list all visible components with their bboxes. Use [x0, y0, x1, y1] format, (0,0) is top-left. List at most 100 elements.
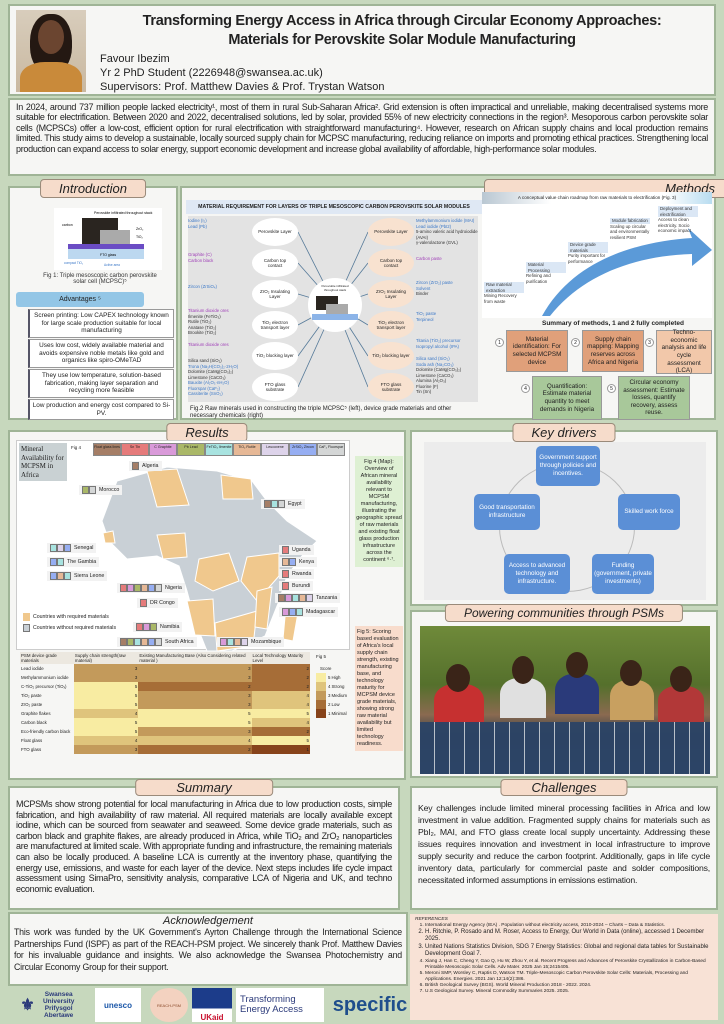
challenges-text: Key challenges include limited mineral p… — [418, 803, 710, 885]
mineral-chip — [220, 638, 227, 646]
method-step: Supply chain mapping: Mapping reserves a… — [582, 330, 644, 372]
score-value: 1 — [328, 711, 331, 716]
mineral-chip — [120, 584, 127, 592]
mineral-legend-item: CaF₂ Fluorspar — [317, 443, 345, 456]
score-cell: 2 — [251, 682, 310, 691]
score-cell: 2 — [251, 727, 310, 736]
mineral-chip — [134, 584, 141, 592]
material-item: Carbon paste — [416, 256, 442, 261]
advantage-item: Screen printing: Low CAPEX technology kn… — [28, 309, 174, 338]
mineral-chip — [64, 572, 71, 580]
title-line-1: Transforming Energy Access in Africa thr… — [142, 13, 662, 29]
mineral-chip — [57, 572, 64, 580]
material-item: Graphite (C) — [188, 252, 212, 257]
challenges-section: Key challenges include limited mineral p… — [410, 779, 718, 910]
mineral-legend-item: C Graphite — [149, 443, 177, 456]
roadmap-step-title: Deployment and electrification — [658, 206, 698, 217]
africa-mineral-map: Mineral Availability for MCPSM in Africa… — [16, 440, 350, 651]
mineral-legend-item: Leucoxene — [261, 443, 289, 456]
methods-section: Methods MATERIAL REQUIREMENT FOR LAYERS … — [180, 179, 724, 420]
country-callout: Madagascar — [279, 607, 339, 617]
driver-transportation: Good transportation infrastructure — [474, 494, 540, 530]
reference-item: United Nations Statistics Division, SDG … — [425, 944, 713, 959]
mineral-chip — [282, 608, 289, 616]
mineral-legend-item: Float glass lines — [93, 443, 121, 456]
layer-circle: TiO₂ electron transport layer — [252, 311, 298, 339]
score-cell: 3 — [73, 745, 139, 754]
country-callout: Tanzania — [275, 593, 341, 603]
legend-without-label: Countries without required materials — [33, 625, 117, 631]
score-label: High — [331, 675, 341, 680]
country-name: Uganda — [292, 547, 311, 553]
table-header: Supply chain strength(raw material) — [73, 652, 139, 664]
score-cell: 5 — [73, 718, 139, 727]
material-item: Iodine (I₂) — [188, 218, 207, 223]
swansea-logo-text: Swansea University Prifysgol Abertawe — [42, 991, 75, 1019]
mineral-chip — [241, 638, 248, 646]
material-item: Soda ash (Na₂CO₃) — [416, 361, 454, 367]
roadmap-step-desc: Mining Recovery from waste — [484, 293, 517, 304]
score-cell: 4 — [73, 736, 139, 745]
mineral-chip — [64, 544, 71, 552]
mineral-chip — [127, 584, 134, 592]
country-name: DR Congo — [150, 600, 175, 606]
fig4-caption: Fig 4 (Map): Overview of African mineral… — [355, 456, 403, 567]
introduction-section: Introduction Perovskite infiltrated thro… — [8, 179, 178, 420]
material-item: Limestone (CaCO₃) — [188, 374, 226, 380]
layer-circle: Carbon top contact — [368, 249, 414, 277]
material-item: 5-amino valeric acid hydroiodide (AVAI) — [416, 229, 478, 240]
country-name: Kenya — [299, 559, 315, 565]
material-item: Fluorine (F) — [416, 383, 439, 389]
acknowledgement-section: Acknowledgement This work was funded by … — [8, 912, 408, 986]
material-item: Lead iodide (PbI2) — [416, 223, 452, 229]
score-cell: 5 — [138, 718, 252, 727]
material-item: Anatase (TiO₂) — [188, 324, 217, 330]
step-number: 2 — [571, 338, 580, 347]
mineral-chip — [127, 638, 134, 646]
mineral-legend-item: Sn Tin — [121, 443, 149, 456]
score-cell: 3 — [138, 664, 252, 673]
author-info: Favour Ibezim Yr 2 PhD Student (2226948@… — [100, 52, 384, 94]
country-name: The Gambia — [67, 559, 97, 565]
mineral-chip — [141, 584, 148, 592]
fig4-label: Fig 4 — [71, 445, 82, 450]
country-name: Burundi — [292, 583, 311, 589]
legend-without-materials: Countries without required materials — [23, 624, 116, 632]
driver-skilled-workforce: Skilled work force — [618, 494, 680, 530]
material-item: Methylammonium iodide (MAI) — [416, 218, 475, 223]
results-section: Results Mineral Availability for MCPSM i… — [8, 423, 406, 780]
material-item: Titania (TiO₂) precursor — [416, 338, 461, 343]
fig1-carbon-label: carbon — [62, 223, 73, 227]
score-cell: 5 — [251, 736, 310, 745]
material-name: Graphite flakes — [21, 711, 51, 716]
country-callout: Morocco — [79, 485, 123, 495]
mineral-chip — [278, 594, 285, 602]
swansea-university-logo: ⚜Swansea University Prifysgol Abertawe — [10, 988, 90, 1022]
material-item: Binder — [416, 291, 429, 296]
score-label: Minimal — [331, 711, 347, 716]
material-item: TiO₂ paste — [416, 311, 437, 316]
table-header: Existing Manufacturing Base (Also Consid… — [138, 652, 252, 664]
score-swatch — [316, 700, 326, 709]
score-label: Strong — [331, 684, 345, 689]
country-callout: Namibia — [133, 622, 183, 632]
material-name: TiO₂ paste — [21, 693, 42, 698]
mineral-legend-item: ZrSiO₄ Zircon — [289, 443, 317, 456]
material-name: C-TiO₂ precursor (TiOₓ) — [21, 684, 67, 689]
score-cell: 1 — [251, 745, 310, 754]
score-swatch — [316, 673, 326, 682]
fig5-label: Fig 5 — [316, 654, 327, 659]
country-callout: Algeria — [129, 461, 162, 471]
material-item: Terpineol — [416, 316, 434, 322]
material-item: Lead (Pb) — [188, 223, 207, 229]
material-item: Zircon (ZrO₂) paste — [416, 280, 453, 285]
mineral-chip — [132, 462, 139, 470]
mineral-chip — [282, 558, 289, 566]
driver-technology-access: Access to advanced technology and infras… — [504, 554, 570, 594]
